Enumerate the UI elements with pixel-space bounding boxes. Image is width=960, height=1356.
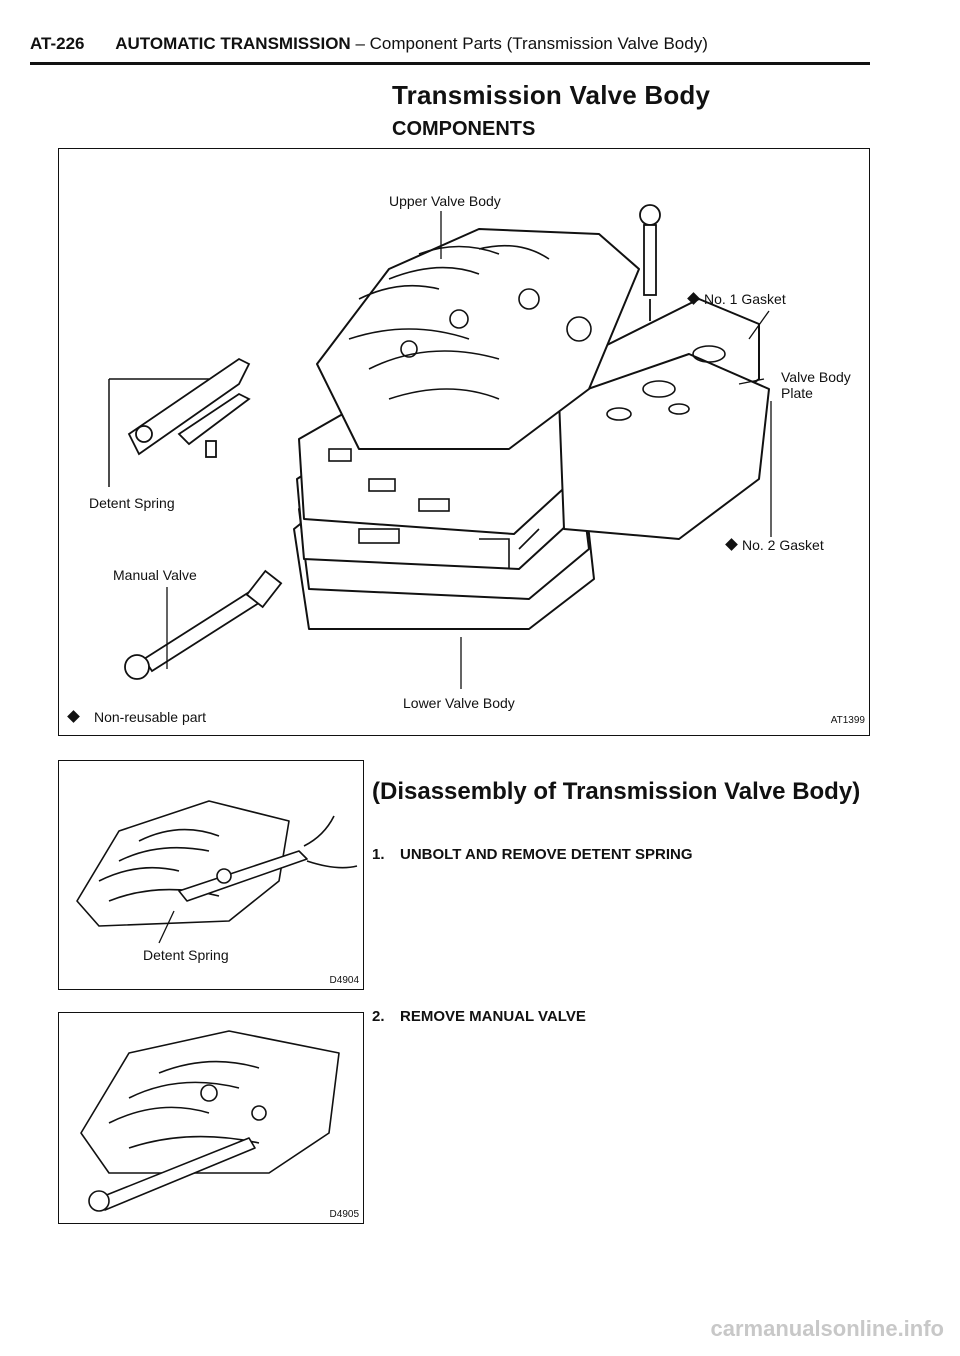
detent-spring-caption: Detent Spring xyxy=(143,947,229,963)
upper-valve-body-drawing xyxy=(316,228,640,450)
manual-valve-drawing xyxy=(142,587,264,673)
detent-spring-removal-drawing xyxy=(76,800,358,944)
detent-spring-figure: Detent Spring D4904 xyxy=(58,760,364,990)
step-1: 1.UNBOLT AND REMOVE DETENT SPRING xyxy=(372,846,693,863)
page-number: AT-226 xyxy=(30,34,85,53)
detent-figure-code: D4904 xyxy=(329,975,359,986)
manual-valve-removal-drawing xyxy=(80,1030,340,1212)
legend: Non-reusable part xyxy=(67,709,206,725)
components-heading: COMPONENTS xyxy=(392,118,536,140)
step-2: 2.REMOVE MANUAL VALVE xyxy=(372,1008,586,1025)
section-title: AUTOMATIC TRANSMISSION xyxy=(115,34,351,53)
non-reusable-diamond-icon xyxy=(687,292,700,305)
manual-figure-code: D4905 xyxy=(329,1209,359,1220)
no1-gasket-label: No. 1 Gasket xyxy=(687,291,786,307)
exploded-valve-body-drawing xyxy=(108,204,772,689)
bolt-shank-drawing xyxy=(643,224,657,296)
components-figure: Upper Valve Body No. 1 Gasket Valve Body… xyxy=(58,148,870,736)
manual-valve-figure: D4905 xyxy=(58,1012,364,1224)
bolt-head-drawing xyxy=(639,204,661,226)
non-reusable-diamond-icon xyxy=(725,538,738,551)
page-header: AT-226 AUTOMATIC TRANSMISSION – Componen… xyxy=(30,34,870,65)
disassembly-heading: (Disassembly of Transmission Valve Body) xyxy=(372,778,861,805)
lower-valve-body-label: Lower Valve Body xyxy=(403,695,515,711)
detent-spring-drawing xyxy=(127,357,251,456)
no2-gasket-label: No. 2 Gasket xyxy=(725,537,824,553)
manual-valve-label: Manual Valve xyxy=(113,567,197,583)
page-title: Transmission Valve Body xyxy=(392,80,711,110)
valve-body-plate-label: Valve Body Plate xyxy=(781,369,851,401)
figure-code: AT1399 xyxy=(830,715,865,726)
subsection-title: – Component Parts (Transmission Valve Bo… xyxy=(355,34,708,53)
upper-valve-body-label: Upper Valve Body xyxy=(389,193,501,209)
watermark: carmanualsonline.info xyxy=(710,1316,945,1341)
detent-spring-label: Detent Spring xyxy=(89,495,175,511)
non-reusable-diamond-icon xyxy=(67,710,80,723)
